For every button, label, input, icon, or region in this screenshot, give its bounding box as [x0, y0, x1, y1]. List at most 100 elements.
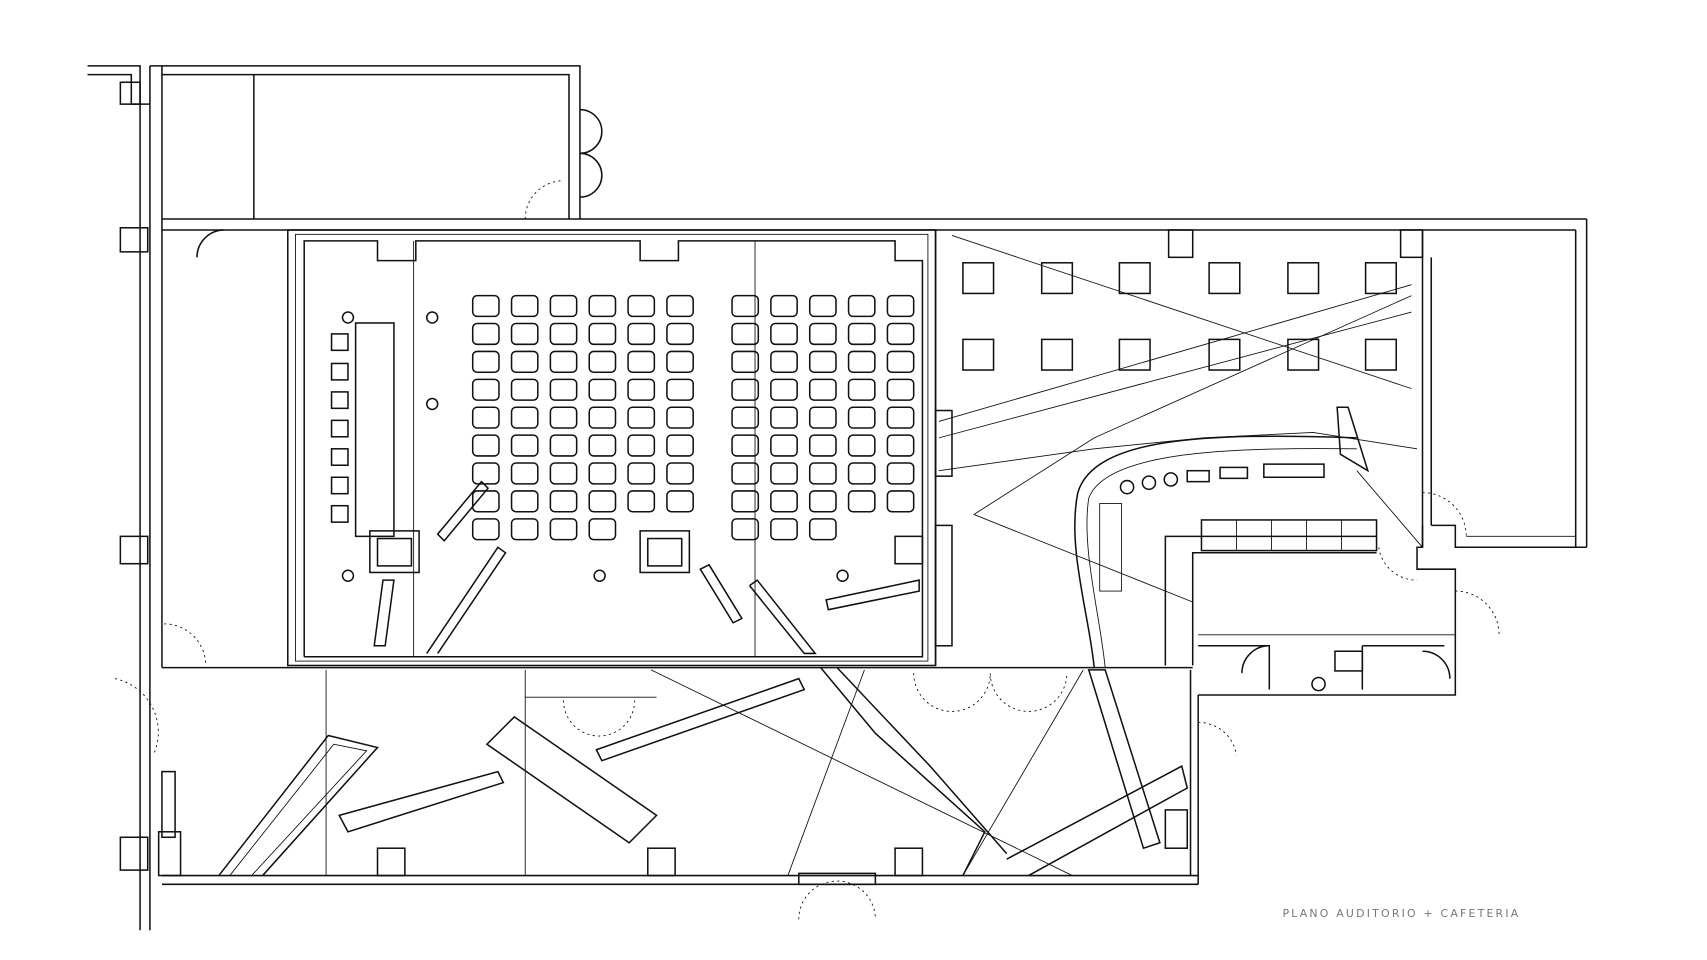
seat [549, 518, 578, 541]
stage-seats [330, 333, 349, 523]
seat [627, 294, 656, 318]
seat [471, 490, 500, 513]
seat [666, 462, 694, 485]
seat [808, 350, 837, 373]
drawing-title: PLANO AUDITORIO + CAFETERIA [1282, 907, 1520, 920]
seat [666, 350, 694, 373]
seat [510, 462, 539, 485]
seat [549, 294, 578, 318]
seat [549, 490, 578, 513]
seat [808, 406, 837, 429]
seat [886, 406, 915, 429]
seat [886, 294, 915, 318]
seat [510, 518, 539, 541]
seat [510, 322, 539, 346]
seat [627, 462, 656, 485]
seat [471, 434, 500, 457]
auditorium [287, 229, 937, 667]
seat [549, 462, 578, 485]
right-rooms [1198, 524, 1587, 696]
seat [627, 322, 656, 346]
seat [731, 378, 760, 401]
seat [588, 490, 617, 513]
seat [847, 378, 876, 401]
seat [770, 434, 798, 457]
seat [731, 322, 760, 346]
seat [770, 406, 798, 429]
seat [770, 490, 798, 513]
seat [731, 350, 760, 373]
seat [666, 490, 694, 513]
seat [471, 322, 500, 346]
seat [731, 518, 760, 541]
seat [731, 434, 760, 457]
seat [510, 434, 539, 457]
seat [588, 322, 617, 346]
seat [666, 406, 694, 429]
seat [627, 378, 656, 401]
seat [886, 434, 915, 457]
seat [588, 294, 617, 318]
seat [731, 406, 760, 429]
seat [510, 378, 539, 401]
seat [510, 350, 539, 373]
seat [770, 294, 798, 318]
seat [770, 518, 798, 541]
seat [770, 350, 798, 373]
seat [510, 294, 539, 318]
seat [886, 350, 915, 373]
seat [886, 490, 915, 513]
seating [471, 294, 915, 541]
seat [847, 490, 876, 513]
seat [471, 406, 500, 429]
seat [808, 294, 837, 318]
seat [666, 322, 694, 346]
seat [847, 322, 876, 346]
seat [588, 434, 617, 457]
seat [770, 322, 798, 346]
seat [666, 434, 694, 457]
seat [549, 406, 578, 429]
seat [808, 322, 837, 346]
seat [666, 294, 694, 318]
seat [731, 490, 760, 513]
seat [847, 462, 876, 485]
seat [588, 518, 617, 541]
seat [549, 378, 578, 401]
door-swings [114, 108, 1500, 920]
seat [471, 350, 500, 373]
seat [471, 378, 500, 401]
seat [510, 490, 539, 513]
seat [666, 378, 694, 401]
seat [471, 462, 500, 485]
seat [808, 434, 837, 457]
seat [808, 462, 837, 485]
seat [770, 462, 798, 485]
seat [808, 518, 837, 541]
seat [588, 378, 617, 401]
seat [886, 378, 915, 401]
seat [588, 406, 617, 429]
seat [886, 322, 915, 346]
seat [549, 350, 578, 373]
seat [808, 378, 837, 401]
seat [731, 462, 760, 485]
seat [627, 434, 656, 457]
seat [731, 294, 760, 318]
seat [808, 490, 837, 513]
lobby [157, 667, 1189, 886]
seat [471, 518, 500, 541]
seat [847, 434, 876, 457]
seat [510, 406, 539, 429]
seat [549, 434, 578, 457]
seat [847, 294, 876, 318]
seat [471, 294, 500, 318]
seat [847, 406, 876, 429]
seat [549, 322, 578, 346]
seat [770, 378, 798, 401]
seat [886, 462, 915, 485]
cafeteria [934, 229, 1433, 668]
seat [627, 350, 656, 373]
seat [588, 462, 617, 485]
